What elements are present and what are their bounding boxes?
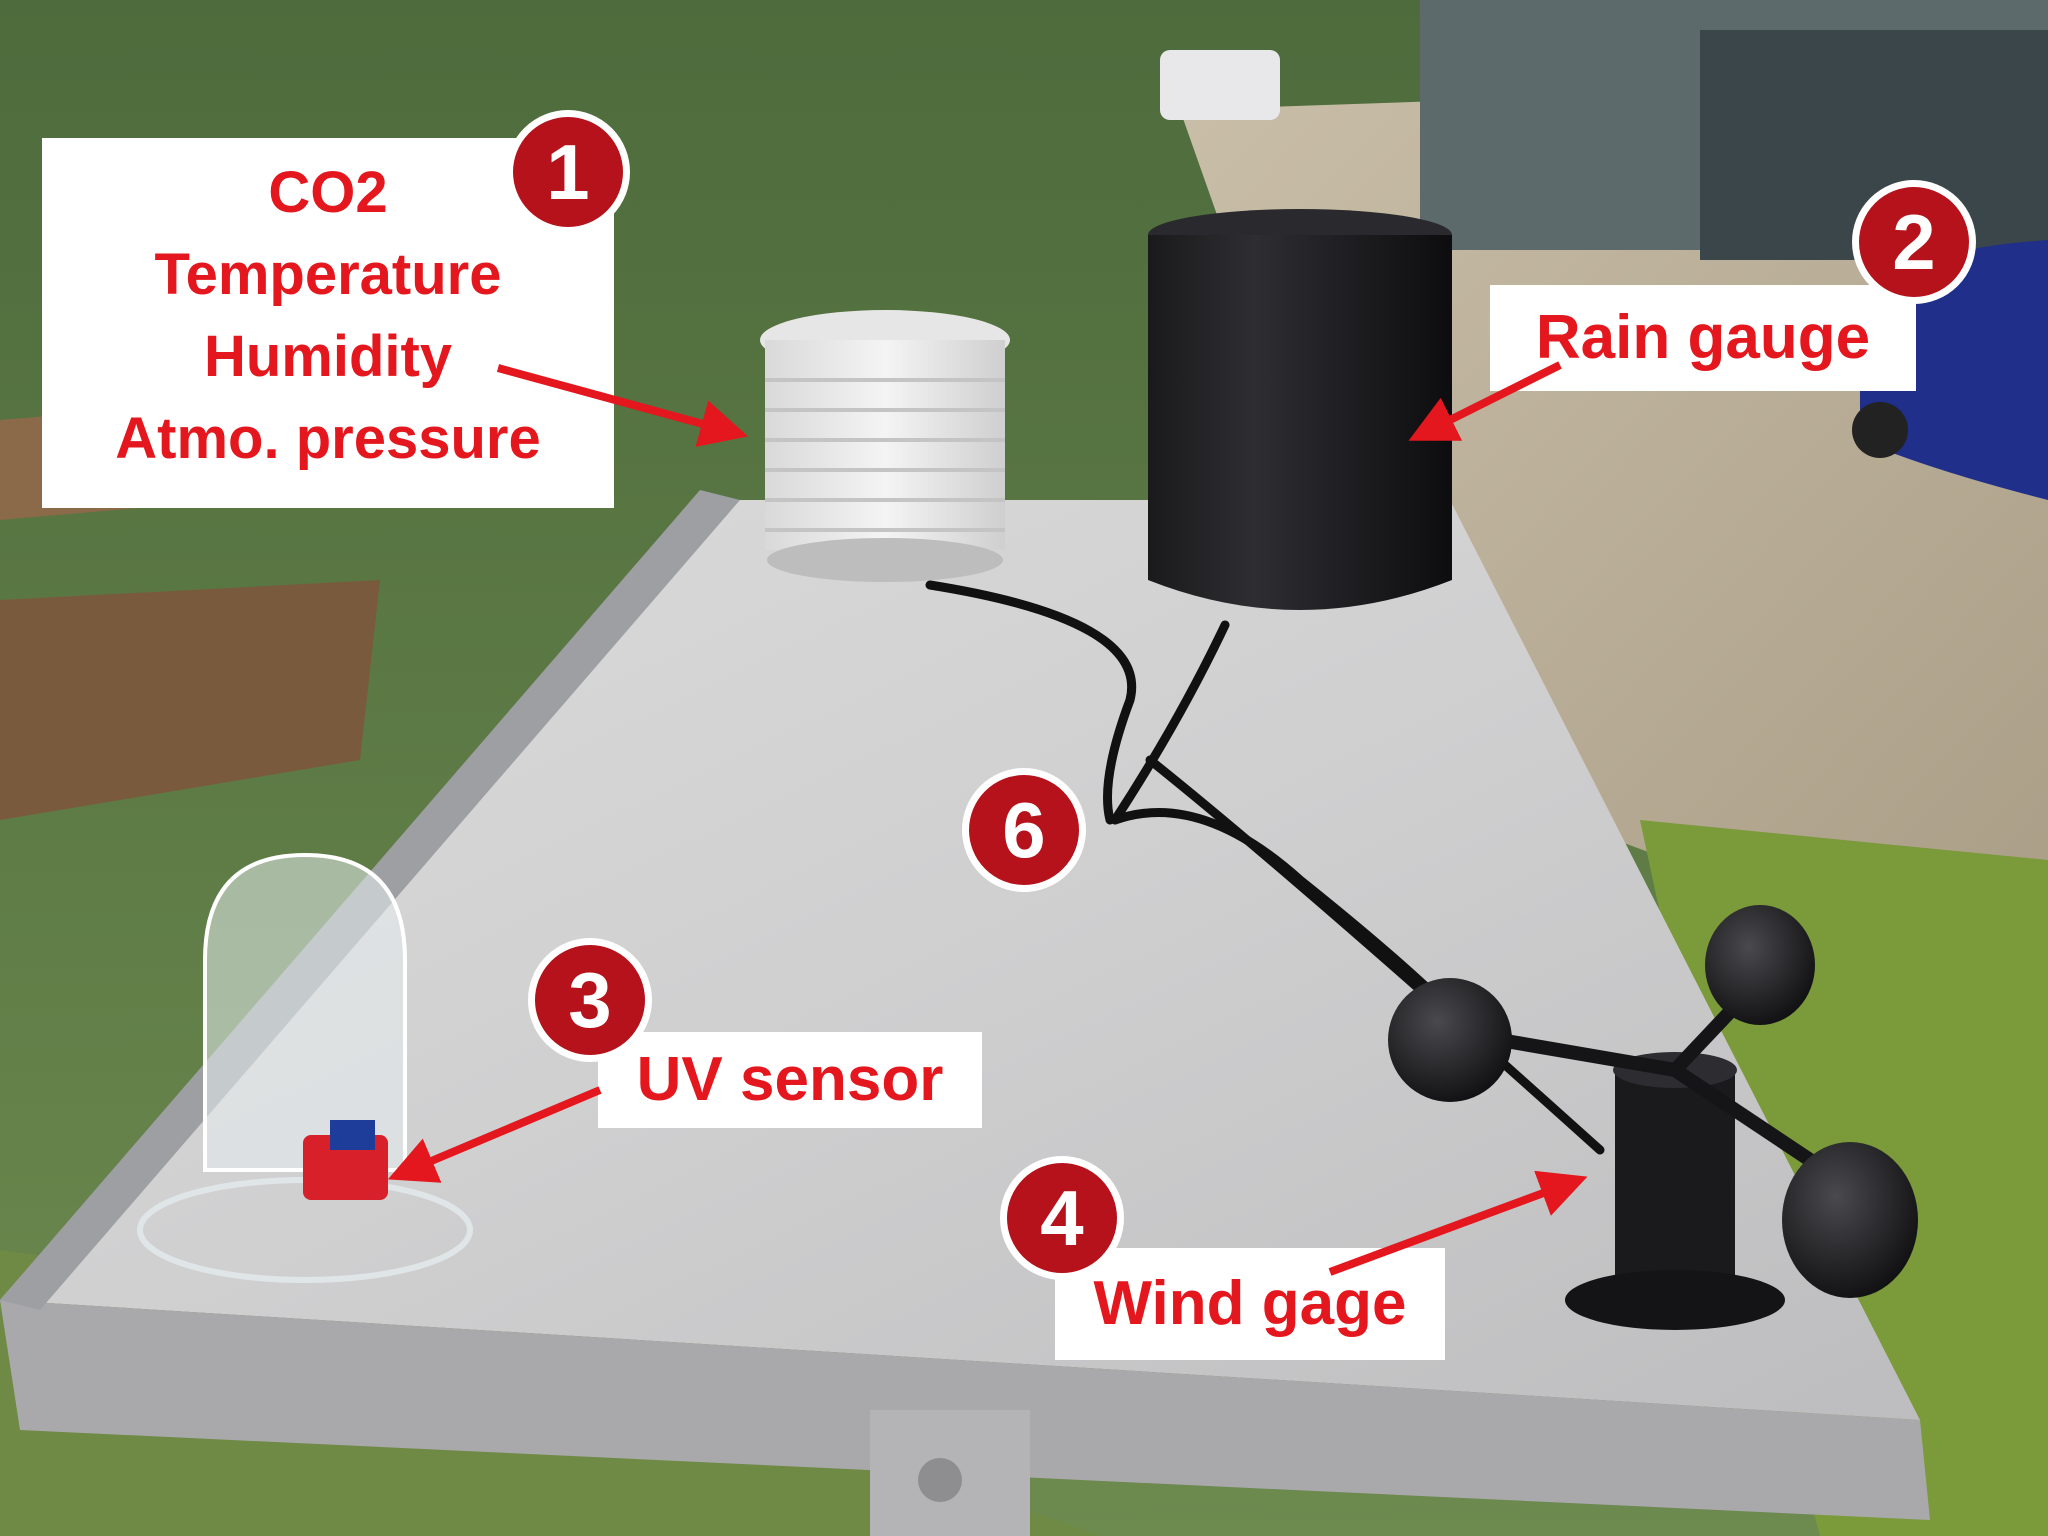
rain-gauge-label: Rain gauge (1490, 285, 1916, 391)
wind-gage-label-text: Wind gage (1093, 1269, 1407, 1338)
sensor-cables (925, 580, 1605, 1155)
label-line-humidity: Humidity (203, 324, 453, 389)
uv-sensor-label: UV sensor (598, 1032, 982, 1128)
garden-bed (0, 580, 380, 820)
badge-2: 2 (1852, 180, 1976, 304)
label-line-co2: CO2 (268, 160, 388, 225)
label-line-temperature: Temperature (154, 242, 502, 307)
bolt (918, 1458, 962, 1502)
badge-6: 6 (962, 768, 1086, 892)
anemometer (1388, 905, 1918, 1330)
badge-4: 4 (1000, 1156, 1124, 1280)
uv-sensor-dome (137, 852, 473, 1283)
wind-gage-label: Wind gage (1055, 1248, 1445, 1360)
car-wheel (1852, 402, 1908, 458)
radiation-shield (760, 310, 1010, 582)
badge-3: 3 (528, 938, 652, 1062)
rain-gauge-label-text: Rain gauge (1535, 303, 1871, 372)
sensor-box-label: CO2 Temperature Humidity Atmo. pressure (42, 138, 614, 508)
rain-gauge-cylinder (1148, 209, 1452, 610)
uv-sensor-label-text: UV sensor (636, 1045, 944, 1114)
badge-1: 1 (506, 110, 630, 234)
white-car (1160, 50, 1280, 120)
label-line-pressure: Atmo. pressure (115, 406, 541, 471)
